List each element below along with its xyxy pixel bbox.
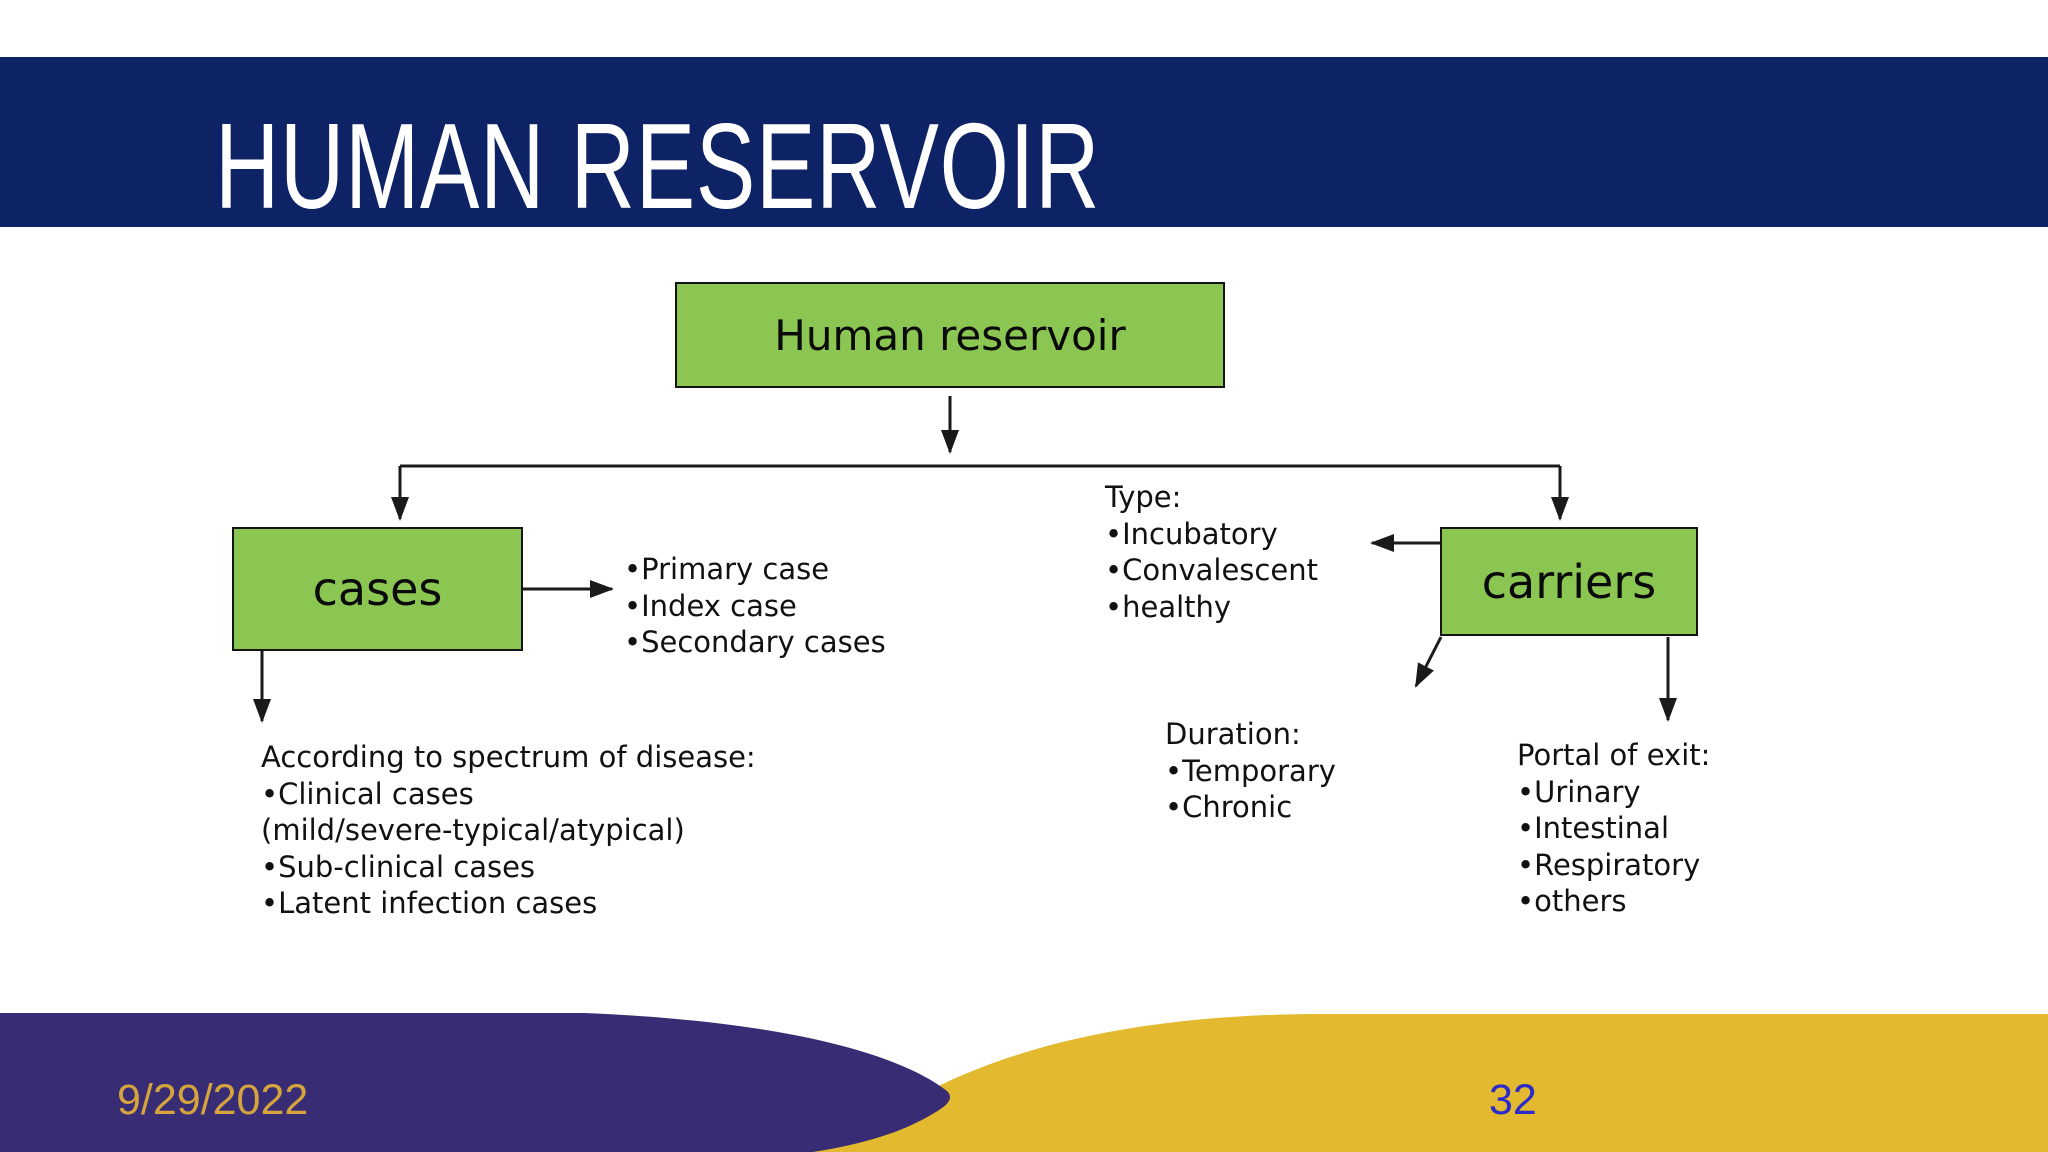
slide-date: 9/29/2022 xyxy=(117,1076,309,1124)
cases-box-label: cases xyxy=(312,562,443,616)
spectrum-of-disease-list: According to spectrum of disease: •Clini… xyxy=(261,740,756,920)
slide-title: HUMAN RESERVOIR xyxy=(215,98,1101,234)
title-banner xyxy=(0,57,2048,227)
carriers-box: carriers xyxy=(1440,527,1698,636)
carriers-box-label: carriers xyxy=(1481,554,1657,609)
footer-gold-swoosh xyxy=(764,1014,2048,1152)
slide-page-number: 32 xyxy=(1489,1076,1537,1124)
case-types-list: •Primary case •Index case •Secondary cas… xyxy=(624,552,886,659)
cases-box: cases xyxy=(232,527,523,651)
arrow-carriers-to-duration xyxy=(1414,636,1443,688)
human-reservoir-box: Human reservoir xyxy=(675,282,1225,388)
carrier-duration-list: Duration: •Temporary •Chronic xyxy=(1165,717,1336,824)
footer-purple-swoosh xyxy=(0,1013,951,1152)
portal-of-exit-list: Portal of exit: •Urinary •Intestinal •Re… xyxy=(1517,738,1711,918)
carrier-type-list: Type: •Incubatory •Convalescent •healthy xyxy=(1105,480,1318,624)
human-reservoir-box-label: Human reservoir xyxy=(774,310,1126,360)
